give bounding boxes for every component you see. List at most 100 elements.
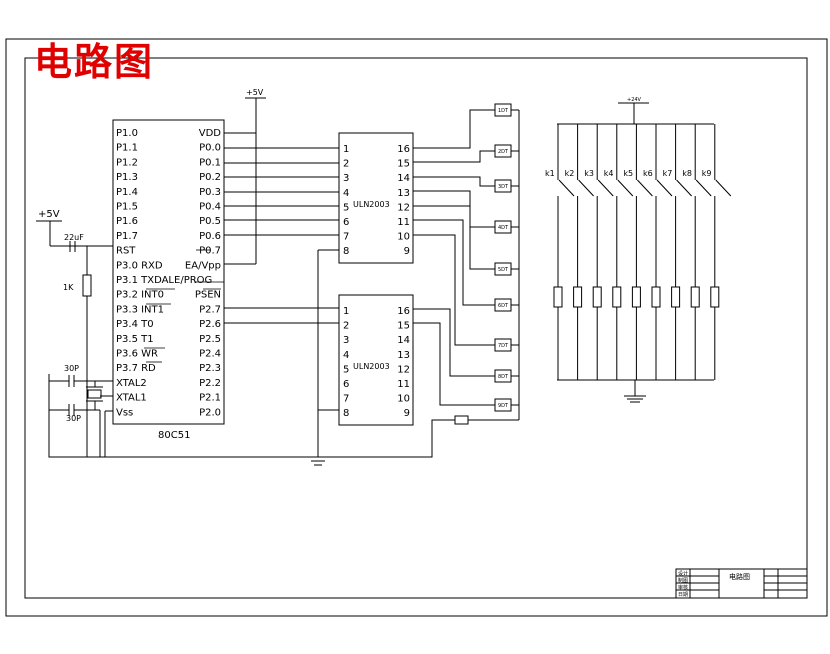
drawing-title: 电路图 xyxy=(34,39,154,84)
mcu-pin-right: P0.2 xyxy=(199,172,221,183)
relay-switch: k7 xyxy=(663,124,692,380)
relay-switch: k6 xyxy=(643,124,673,380)
mcu-pin-left: RST xyxy=(116,246,136,257)
relay-coil-label: 2DT xyxy=(498,149,509,155)
mcu-pin-right: P2.7 xyxy=(199,304,221,315)
uln1-label: ULN2003 xyxy=(353,200,390,209)
relay-coil-label: 7DT xyxy=(498,343,509,349)
uln-pin-in: 3 xyxy=(343,173,349,184)
relay-coil: 3DT xyxy=(494,179,519,193)
mcu-pin-left: P1.1 xyxy=(116,143,138,154)
supply-5v-left-label: +5V xyxy=(38,209,60,220)
relay-coil: 2DT xyxy=(494,144,519,158)
uln-pin-in: 4 xyxy=(343,350,349,361)
uln-pin-out: 13 xyxy=(397,350,410,361)
uln-pin-in: 6 xyxy=(343,379,349,390)
relay-switch-label: k1 xyxy=(545,169,555,178)
mcu-pin-right: PSEN xyxy=(195,290,221,301)
relay-coil-label: 9DT xyxy=(498,403,509,409)
mcu-pin-left: P1.4 xyxy=(116,187,138,198)
mcu-pin-left: P1.2 xyxy=(116,157,138,168)
bus-p0-uln1 xyxy=(224,147,339,236)
mcu-pin-right: P2.1 xyxy=(199,393,221,404)
uln-pin-out: 14 xyxy=(397,173,410,184)
uln-pin-in: 2 xyxy=(343,321,349,332)
uln-pin-out: 16 xyxy=(397,306,410,317)
relay-switch-label: k4 xyxy=(604,169,614,178)
mcu-pin-right: P0.4 xyxy=(199,202,221,213)
relay-switch: k9 xyxy=(702,124,732,380)
uln-pin-in: 1 xyxy=(343,306,349,317)
uln-pin-out: 9 xyxy=(404,246,410,257)
uln-pin-in: 2 xyxy=(343,159,349,170)
mcu-pin-right: P0.0 xyxy=(199,143,221,154)
relay-coil: 7DT xyxy=(494,338,519,352)
uln-pin-in: 8 xyxy=(343,246,349,257)
uln-pin-in: 6 xyxy=(343,217,349,228)
relay-switch-label: k7 xyxy=(663,169,673,178)
mcu-pin-left: P3.4 T0 xyxy=(116,319,154,330)
uln2-label: ULN2003 xyxy=(353,362,390,371)
mcu-pin-left: P1.0 xyxy=(116,128,138,139)
uln-pin-out: 15 xyxy=(397,159,410,170)
mcu-pin-right: VDD xyxy=(199,128,222,139)
mcu-pin-left: Vss xyxy=(116,407,133,418)
relay-coil-label: 8DT xyxy=(498,374,509,380)
uln-pin-in: 7 xyxy=(343,394,349,405)
relay-coil: 8DT xyxy=(494,369,519,383)
uln-pin-in: 4 xyxy=(343,188,349,199)
mcu-pin-right: P2.0 xyxy=(199,407,221,418)
relay-coil: 9DT xyxy=(494,398,519,412)
mcu-pin-left: XTAL2 xyxy=(116,378,147,389)
mcu-pin-right: P2.3 xyxy=(199,363,221,374)
mcu-pin-left: P1.3 xyxy=(116,172,138,183)
uln-pin-in: 5 xyxy=(343,202,349,213)
uln-pin-out: 16 xyxy=(397,144,410,155)
uln-pin-in: 1 xyxy=(343,144,349,155)
relay-switch-label: k8 xyxy=(682,169,692,178)
relay-switch-label: k9 xyxy=(702,169,712,178)
mcu-pin-left: P3.2 INT0 xyxy=(116,290,164,301)
supply-5v-top-label: +5V xyxy=(246,88,264,97)
mcu-pin-right: P2.2 xyxy=(199,378,221,389)
title-block-name: 电路图 xyxy=(729,572,750,581)
mcu-pin-left: P1.7 xyxy=(116,231,138,242)
relay-switch: k4 xyxy=(604,124,634,380)
uln-pin-in: 3 xyxy=(343,335,349,346)
outer-border xyxy=(5,38,828,617)
supply-24v-label: +24V xyxy=(627,97,642,103)
relay-switch: k1 xyxy=(545,124,575,380)
title-block-cell: 审核 xyxy=(678,584,688,591)
relay-switch: k2 xyxy=(565,124,594,380)
mcu-pin-right: P0.1 xyxy=(199,157,221,168)
mcu-pin-left: P1.6 xyxy=(116,216,138,227)
mcu-pin-left: XTAL1 xyxy=(116,393,147,404)
uln-pin-out: 10 xyxy=(397,394,410,405)
reset-cap-label: 22uF xyxy=(64,233,84,242)
mcu-pin-left: P3.6 WR xyxy=(116,349,158,360)
relay-coil-label: 3DT xyxy=(498,184,509,190)
mcu-label: 80C51 xyxy=(158,430,190,441)
uln-pin-out: 12 xyxy=(397,364,410,375)
mcu-pin-right: P0.3 xyxy=(199,187,221,198)
uln-pin-out: 14 xyxy=(397,335,410,346)
reset-res-label: 1K xyxy=(63,283,74,292)
relay-coil-label: 5DT xyxy=(498,267,509,273)
relay-coil-label: 6DT xyxy=(498,303,509,309)
mcu-pin-left: P3.7 RD xyxy=(116,363,156,374)
relay-switch-label: k5 xyxy=(623,169,633,178)
xtal-cap2-label: 30P xyxy=(66,414,81,423)
mcu-pin-right: P2.4 xyxy=(199,349,221,360)
mcu-pin-right: EA/Vpp xyxy=(185,260,221,271)
uln-pin-out: 10 xyxy=(397,232,410,243)
inner-border xyxy=(24,57,808,599)
relay-switch: k3 xyxy=(584,124,614,380)
relay-coil-label: 1DT xyxy=(498,108,509,114)
uln-pin-in: 5 xyxy=(343,364,349,375)
mcu-pin-right: P0.7 xyxy=(199,246,221,257)
uln-pin-out: 13 xyxy=(397,188,410,199)
uln-pin-out: 11 xyxy=(397,379,410,390)
